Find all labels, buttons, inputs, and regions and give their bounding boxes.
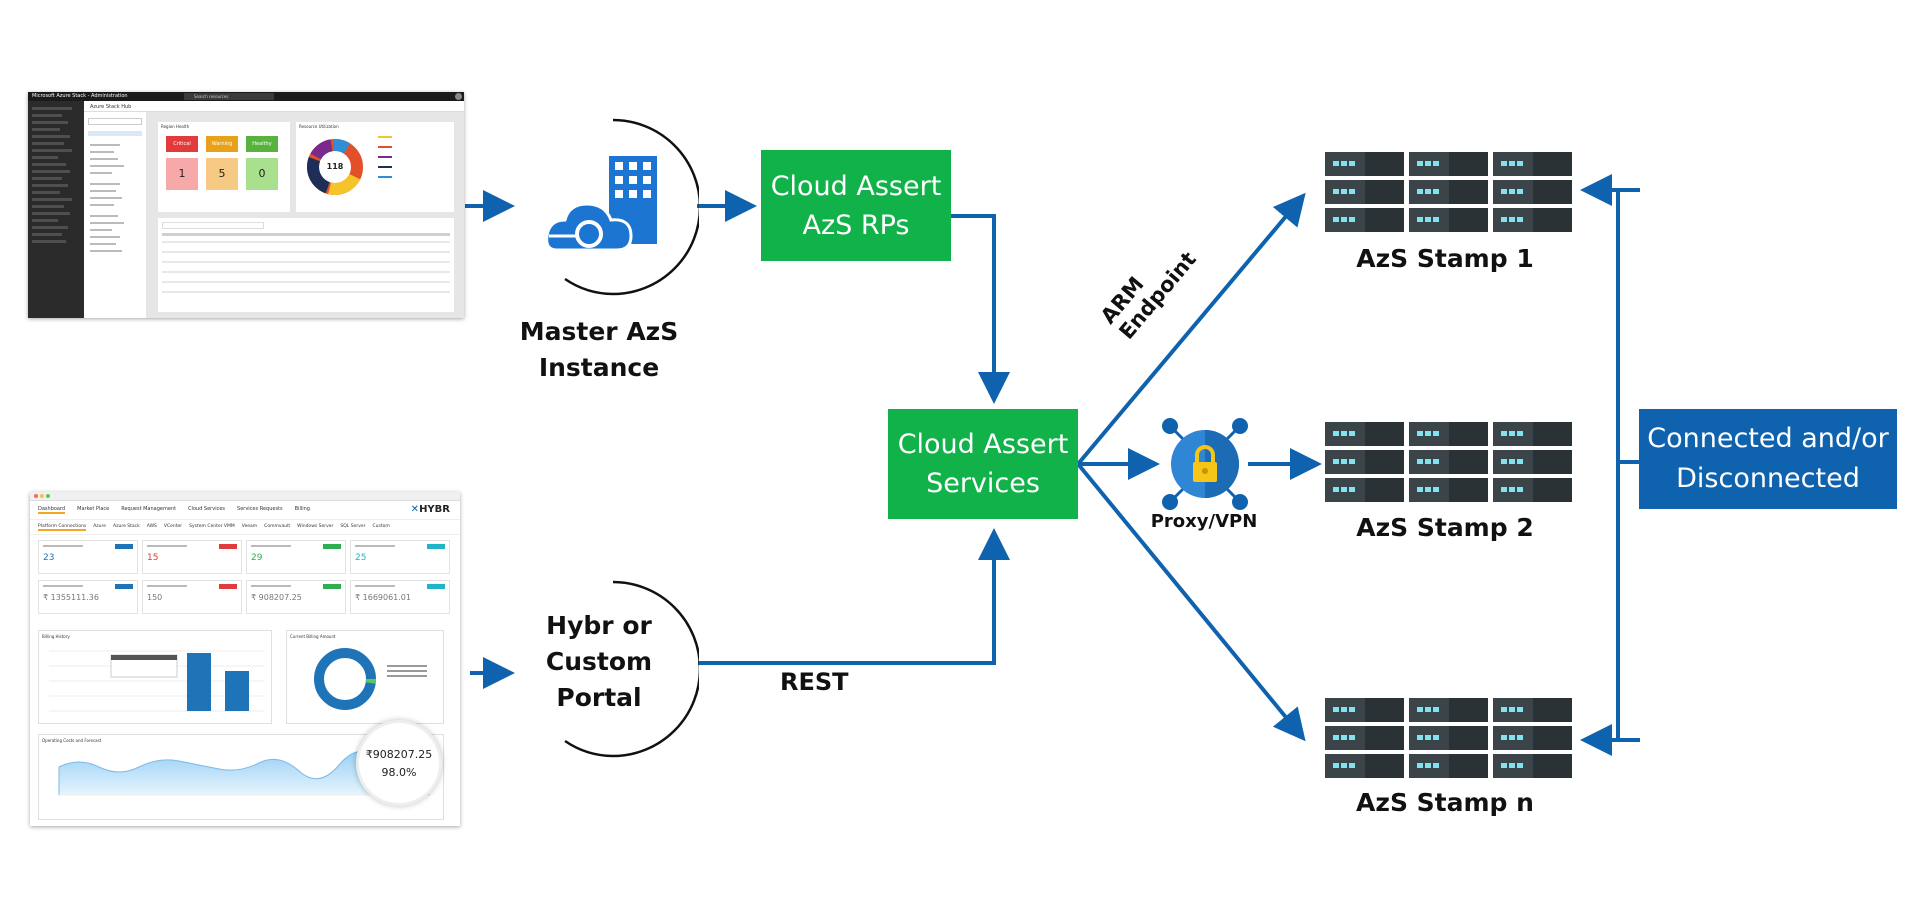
proxy-vpn-icon xyxy=(1162,418,1248,510)
hybr-nav-item[interactable]: Cloud Services xyxy=(188,506,226,512)
total-cost-percent: 98.0% xyxy=(381,765,417,779)
region-health-header: Region Health xyxy=(161,124,190,129)
billing-history-chart xyxy=(49,650,264,712)
utilization-panel: Resource Utilization 118 xyxy=(296,122,454,212)
hybr-tab[interactable]: Custom xyxy=(372,524,390,529)
stat-card[interactable]: 25 xyxy=(350,540,450,574)
stat-card[interactable]: 150 xyxy=(142,580,242,614)
hybr-nav-item[interactable]: Billing xyxy=(294,506,310,512)
stat-card[interactable]: ₹ 908207.25 xyxy=(246,580,346,614)
billing-amount-panel: Current Billing Amount xyxy=(286,630,444,724)
azure-blade-menu xyxy=(84,112,147,318)
hybr-tab[interactable]: Platform Connections xyxy=(38,524,87,531)
azure-titlebar: Microsoft Azure Stack - Administration S… xyxy=(28,92,464,101)
hybr-top-nav: Dashboard Market Place Request Management C… xyxy=(30,501,460,520)
health-tile-value[interactable]: 5 xyxy=(206,158,238,190)
azure-stack-icon xyxy=(545,156,657,252)
arrow-portal-to-services xyxy=(698,528,1010,665)
stat-card-value: ₹ 1669061.01 xyxy=(355,593,411,602)
stat-card-value: 15 xyxy=(147,553,159,563)
alerts-table xyxy=(158,218,454,312)
hybr-tab[interactable]: Windows Server xyxy=(297,524,334,529)
connector-bracket xyxy=(1590,188,1640,742)
stat-card[interactable]: ₹ 1669061.01 xyxy=(350,580,450,614)
stat-card-value: ₹ 1355111.36 xyxy=(43,593,99,602)
portal-label: Hybr or Custom Portal xyxy=(545,611,653,712)
azure-page-title: Azure Stack Hub xyxy=(90,104,132,110)
server-rack-icon xyxy=(1493,422,1572,502)
master-azs-circle xyxy=(525,116,702,298)
hybr-tab[interactable]: Veeam xyxy=(241,524,258,529)
hybr-logo-mark: ✕ xyxy=(410,504,420,515)
health-tile-header[interactable]: Critical xyxy=(166,136,198,152)
hybr-nav-item[interactable]: Request Management xyxy=(121,506,177,512)
master-azs-label: Master AzS Instance xyxy=(519,317,679,382)
avatar[interactable] xyxy=(455,93,462,100)
billing-history-panel: Billing History xyxy=(38,630,272,724)
region-health-panel: Region Health Critical 1 Warning 5 Healthy 0 xyxy=(158,122,290,212)
hybr-tab[interactable]: AWS xyxy=(146,524,157,529)
stat-card[interactable]: 29 xyxy=(246,540,346,574)
stat-card[interactable]: 23 xyxy=(38,540,138,574)
stat-card[interactable]: 15 xyxy=(142,540,242,574)
rest-label: REST xyxy=(780,668,849,696)
health-tile-value[interactable]: 0 xyxy=(246,158,278,190)
server-rack-icon xyxy=(1325,152,1404,232)
arrow-services-to-stampn xyxy=(1076,462,1306,742)
hybr-logo: ✕HYBR xyxy=(410,504,450,515)
hybr-nav-item[interactable]: Dashboard xyxy=(38,506,66,514)
azure-stack-screenshot: Microsoft Azure Stack - Administration S… xyxy=(28,92,464,318)
hybr-tab[interactable]: Azure xyxy=(93,524,107,529)
stat-card-value: 25 xyxy=(355,553,367,563)
hybr-nav-item[interactable]: Services Requests xyxy=(237,506,283,512)
utilization-header: Resource Utilization xyxy=(299,124,339,129)
hybr-nav-item[interactable]: Market Place xyxy=(77,506,110,512)
server-rack-icon xyxy=(1325,698,1404,778)
hybr-tabs: Platform Connections Azure Azure Stack AWS V… xyxy=(30,520,460,535)
server-rack-icon xyxy=(1409,698,1488,778)
total-cost-value: ₹908207.25 xyxy=(365,747,433,761)
health-tile-header[interactable]: Healthy xyxy=(246,136,278,152)
forecast-header: Operating Costs and Forecast xyxy=(42,738,102,743)
stamp-n-label: AzS Stamp n xyxy=(1356,788,1534,817)
stat-card-value: ₹ 908207.25 xyxy=(251,593,302,602)
health-tile-value[interactable]: 1 xyxy=(166,158,198,190)
arrow-rps-to-services xyxy=(950,214,1010,404)
hybr-tab[interactable]: VCenter xyxy=(163,524,183,529)
health-tile-header[interactable]: Warning xyxy=(206,136,238,152)
server-rack-icon xyxy=(1409,152,1488,232)
total-cost-bubble: ₹908207.25 98.0% xyxy=(356,720,442,806)
arrow-services-to-stamp1 xyxy=(1076,192,1306,466)
billing-amount-donut xyxy=(314,648,376,710)
hybr-tab[interactable]: Commvault xyxy=(264,524,291,529)
stat-card-value: 29 xyxy=(251,553,263,563)
server-rack-icon xyxy=(1409,422,1488,502)
server-rack-icon xyxy=(1493,698,1572,778)
stamp-2-label: AzS Stamp 2 xyxy=(1356,513,1534,542)
azure-sidebar xyxy=(28,101,84,318)
billing-amount-header: Current Billing Amount xyxy=(290,634,336,639)
azure-search-input[interactable]: Search resources xyxy=(184,93,274,100)
billing-history-header: Billing History xyxy=(42,634,70,639)
stat-card[interactable]: ₹ 1355111.36 xyxy=(38,580,138,614)
hybr-tab[interactable]: Azure Stack xyxy=(113,524,140,529)
hybr-tab[interactable]: SQL Server xyxy=(340,524,366,529)
server-rack-icon xyxy=(1325,422,1404,502)
donut-center-value: 118 xyxy=(327,162,344,171)
server-rack-icon xyxy=(1493,152,1572,232)
utilization-donut: 118 xyxy=(307,139,363,195)
proxy-vpn-label: Proxy/VPN xyxy=(1150,511,1258,532)
stamp-1-label: AzS Stamp 1 xyxy=(1356,244,1534,273)
stat-card-value: 150 xyxy=(147,593,163,602)
stat-card-value: 23 xyxy=(43,553,55,563)
azure-title: Microsoft Azure Stack - Administration xyxy=(32,93,128,99)
hybr-tab[interactable]: System Center VMM xyxy=(189,524,235,529)
